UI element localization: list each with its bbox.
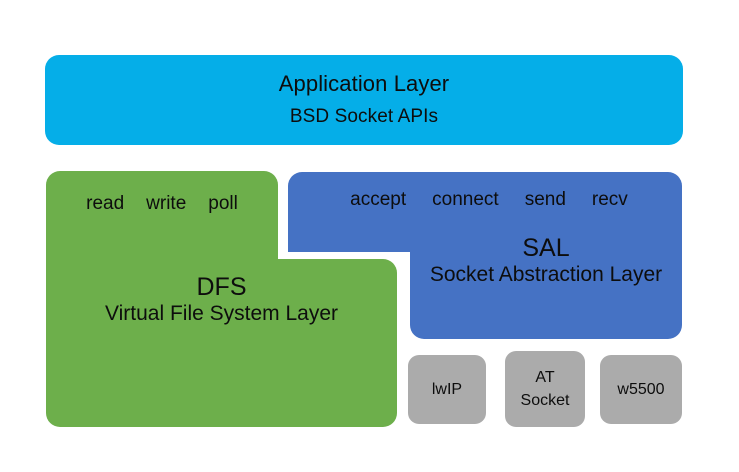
dfs-lower-segment — [46, 259, 397, 427]
dfs-operations-list: read write poll — [46, 193, 278, 215]
sal-layer-box: accept connect send recv SAL Socket Abst… — [288, 172, 682, 339]
backend-box-w5500: w5500 — [600, 355, 682, 424]
backend-at-socket-line-1: AT — [535, 368, 555, 386]
dfs-operation-write: write — [146, 193, 187, 214]
backend-box-lwip: lwIP — [408, 355, 486, 424]
sal-description: Socket Abstraction Layer — [429, 263, 663, 286]
sal-operations-list: accept connect send recv — [288, 189, 682, 211]
sal-name: SAL — [522, 234, 570, 262]
sal-operation-recv: recv — [591, 189, 628, 210]
sal-label-group: SAL Socket Abstraction Layer — [410, 234, 682, 287]
dfs-name: DFS — [196, 273, 247, 301]
application-layer-subtitle: BSD Socket APIs — [289, 106, 439, 128]
dfs-label-group: DFS Virtual File System Layer — [46, 273, 397, 326]
application-layer-box: Application Layer BSD Socket APIs — [45, 55, 683, 145]
backend-w5500-line-1: w5500 — [617, 380, 665, 398]
dfs-layer-box: read write poll DFS Virtual File System … — [46, 171, 397, 427]
dfs-description: Virtual File System Layer — [104, 302, 339, 325]
sal-operation-connect: connect — [432, 189, 499, 210]
application-layer-title: Application Layer — [278, 71, 450, 97]
sal-operation-accept: accept — [350, 189, 407, 210]
backend-lwip-line-1: lwIP — [431, 380, 463, 398]
backend-box-at-socket: AT Socket — [505, 351, 585, 427]
sal-operation-send: send — [524, 189, 566, 210]
dfs-seam-fill — [46, 251, 278, 273]
sal-seam-fill — [410, 230, 682, 254]
backend-at-socket-line-2: Socket — [520, 392, 570, 409]
dfs-operation-poll: poll — [208, 193, 238, 214]
dfs-operation-read: read — [86, 193, 125, 214]
